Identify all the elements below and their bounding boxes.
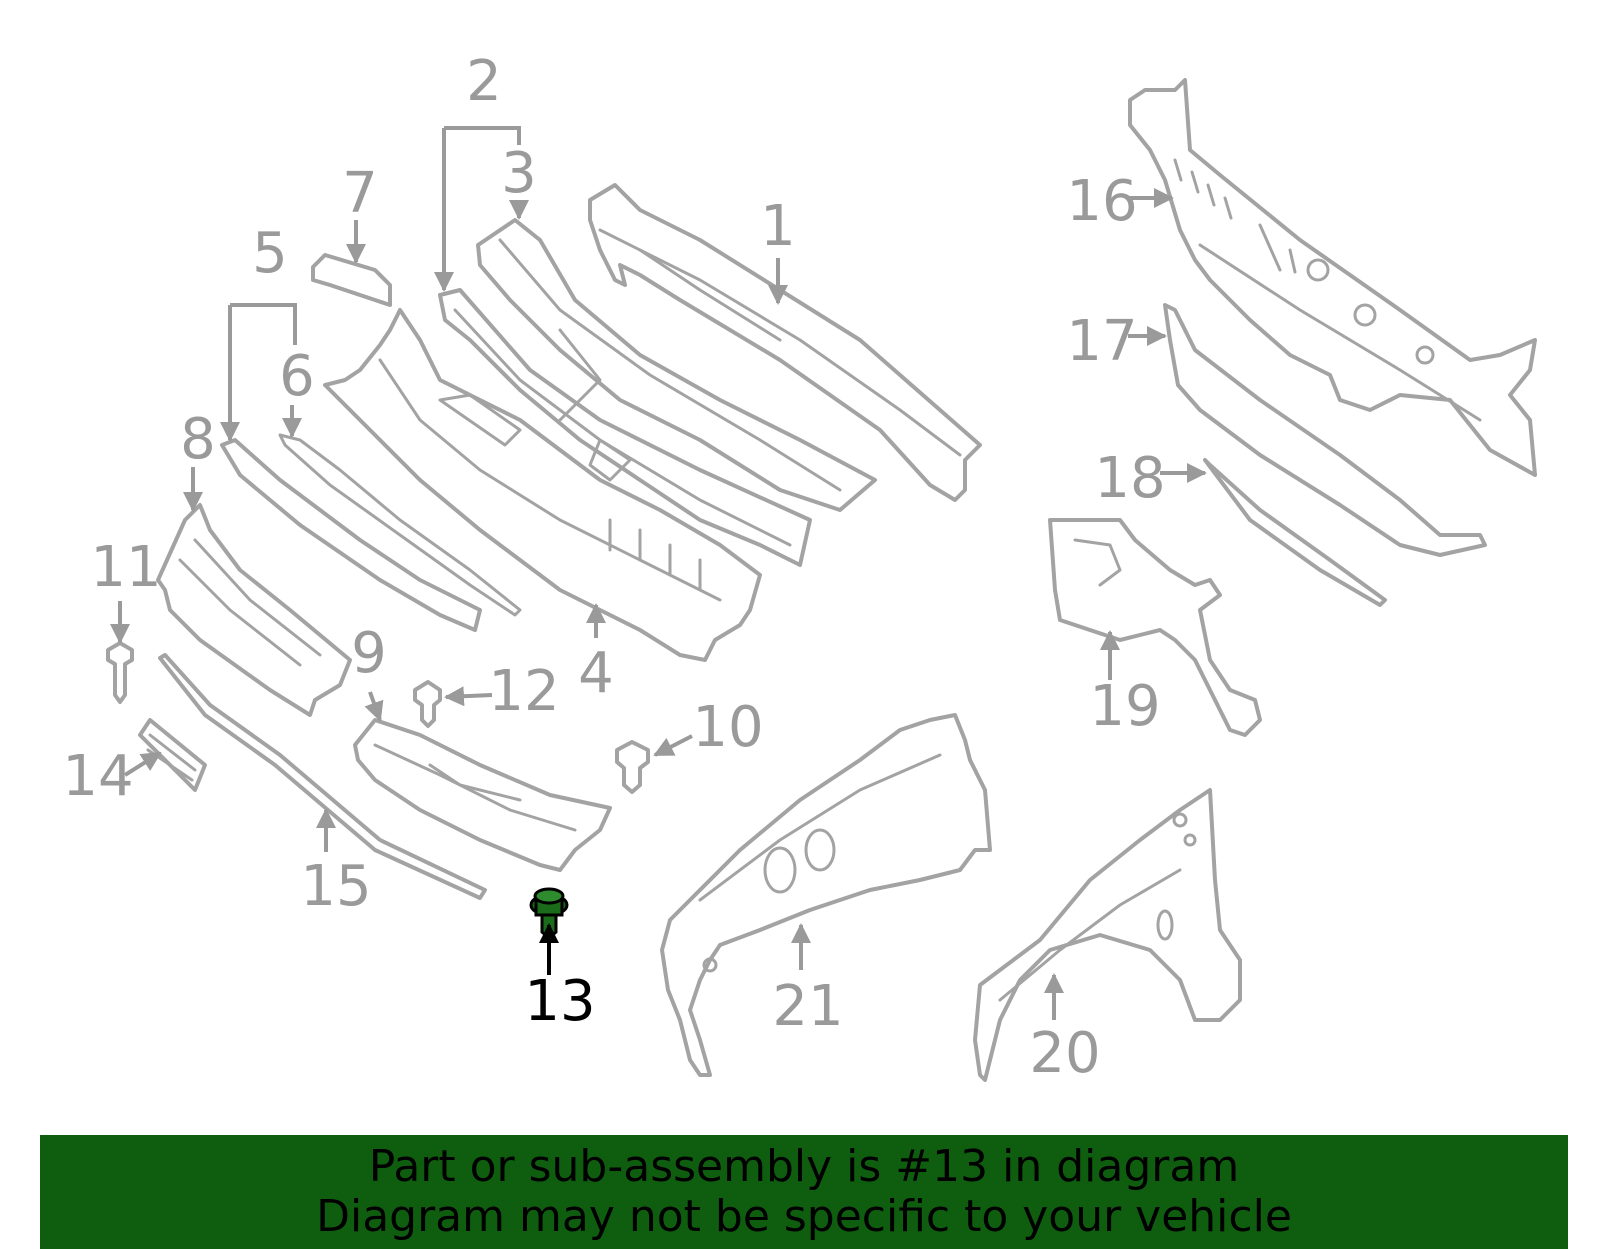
callout-12: 12 bbox=[488, 659, 559, 724]
callout-labels: 1 2 3 4 5 6 7 8 9 10 11 12 13 14 15 16 1… bbox=[62, 49, 1165, 1086]
callout-18: 18 bbox=[1094, 446, 1165, 511]
part-3-cowl-upper-vent bbox=[476, 218, 877, 512]
part-17-dash-insulator bbox=[1163, 303, 1487, 557]
callout-14: 14 bbox=[62, 744, 133, 809]
callout-15: 15 bbox=[300, 854, 371, 919]
callout-10: 10 bbox=[692, 695, 763, 760]
leader-lines bbox=[110, 126, 1207, 1020]
part-18-reinforcement bbox=[1203, 458, 1387, 607]
callout-6: 6 bbox=[279, 344, 315, 409]
part-9-cowl-cover bbox=[353, 718, 612, 872]
banner-line-1: Part or sub-assembly is #13 in diagram bbox=[368, 1141, 1240, 1192]
callout-7: 7 bbox=[342, 161, 378, 226]
callout-8: 8 bbox=[180, 407, 216, 472]
part-15-weatherstrip bbox=[158, 653, 487, 900]
part-21-apron-assembly bbox=[660, 713, 992, 1077]
info-banner: Part or sub-assembly is #13 in diagram D… bbox=[40, 1135, 1568, 1249]
callout-4: 4 bbox=[578, 641, 614, 706]
part-12-clip bbox=[413, 680, 442, 728]
callout-19: 19 bbox=[1089, 674, 1160, 739]
part-16-dash-panel bbox=[1128, 78, 1537, 477]
part-19-side-brace bbox=[1048, 518, 1262, 737]
part-1-cowl-top-panel bbox=[588, 183, 982, 502]
callout-2: 2 bbox=[466, 49, 502, 114]
callout-17: 17 bbox=[1066, 309, 1137, 374]
callout-13: 13 bbox=[524, 969, 595, 1034]
callout-1: 1 bbox=[760, 194, 796, 259]
callout-16: 16 bbox=[1066, 169, 1137, 234]
part-20-wheelhouse bbox=[973, 788, 1242, 1082]
callout-9: 9 bbox=[351, 621, 387, 686]
part-7-bracket bbox=[311, 253, 392, 307]
callout-21: 21 bbox=[772, 974, 843, 1039]
part-8-seal bbox=[220, 438, 482, 632]
part-10-clip bbox=[615, 740, 650, 794]
part-14-vent-grille bbox=[138, 718, 207, 792]
callout-20: 20 bbox=[1029, 1021, 1100, 1086]
callout-3: 3 bbox=[501, 141, 537, 206]
part-2-cowl-panel-assembly bbox=[438, 288, 812, 567]
part-4-cowl-main bbox=[323, 308, 762, 662]
part-11-cowl-grille bbox=[156, 503, 352, 717]
callout-11: 11 bbox=[90, 535, 161, 600]
part-11-screw bbox=[106, 641, 134, 704]
banner-line-2: Diagram may not be specific to your vehi… bbox=[316, 1191, 1292, 1242]
part-6-seal-strip bbox=[278, 433, 522, 617]
callout-5: 5 bbox=[252, 221, 288, 286]
